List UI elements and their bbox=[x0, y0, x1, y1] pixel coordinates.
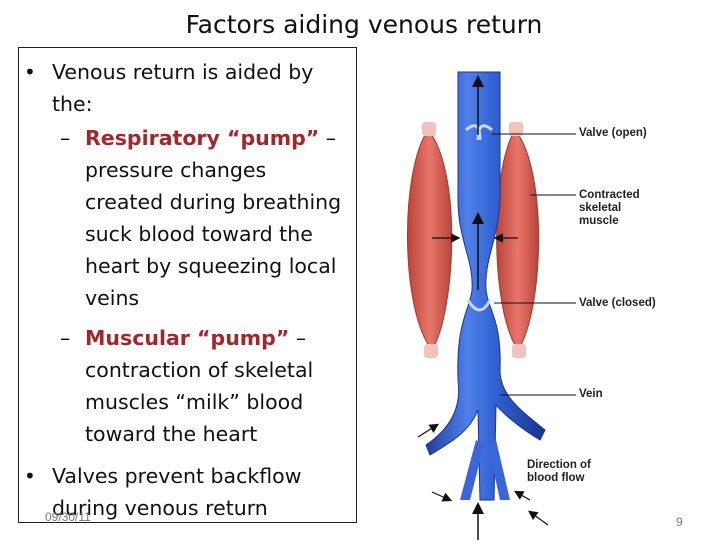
direction-arrow bbox=[431, 491, 453, 502]
muscular-pump-text: contraction of skeletal muscles “milk” b… bbox=[85, 358, 314, 446]
label-vein: Vein bbox=[579, 388, 603, 400]
direction-arrow bbox=[513, 490, 531, 501]
left-tendon-top bbox=[422, 122, 436, 136]
label-contracted-muscle: Contracted skeletal muscle bbox=[579, 189, 640, 227]
bullet-marker: • bbox=[24, 464, 36, 488]
label-valve-closed: Valve (closed) bbox=[579, 297, 656, 309]
valve-open bbox=[465, 124, 493, 141]
dash-marker: – bbox=[60, 326, 71, 350]
right-tendon-bottom bbox=[512, 344, 526, 358]
right-tendon-top bbox=[509, 122, 523, 136]
dash-marker: – bbox=[60, 126, 71, 150]
direction-arrow bbox=[528, 510, 549, 526]
left-muscle bbox=[407, 129, 453, 351]
muscular-pump-label: Muscular “pump” bbox=[85, 326, 290, 350]
vein-branch bbox=[460, 440, 484, 500]
respiratory-pump-label: Respiratory “pump” bbox=[85, 126, 320, 150]
bullet-marker: • bbox=[24, 60, 36, 84]
label-direction: Direction of blood flow bbox=[527, 459, 591, 484]
direction-arrow bbox=[417, 423, 440, 438]
bullet-valves: Valves prevent backflow during venous re… bbox=[52, 464, 302, 520]
valve-closed bbox=[466, 299, 492, 312]
slide-title: Factors aiding venous return bbox=[185, 10, 543, 39]
slide-number: 9 bbox=[676, 515, 683, 529]
label-valve-open: Valve (open) bbox=[579, 127, 647, 139]
right-muscle bbox=[496, 129, 540, 351]
respiratory-pump-text: pressure changes created during breathin… bbox=[85, 158, 342, 310]
text-box bbox=[18, 47, 357, 523]
vein-branch bbox=[488, 440, 510, 500]
bullet-venous-return: Venous return is aided by the: bbox=[52, 60, 314, 116]
sub-bullet-muscular: Muscular “pump” – contraction of skeleta… bbox=[85, 326, 314, 446]
slide-date: 09/30/11 bbox=[45, 510, 91, 524]
left-tendon-bottom bbox=[424, 344, 438, 358]
sub-bullet-respiratory: Respiratory “pump” – pressure changes cr… bbox=[85, 126, 342, 310]
